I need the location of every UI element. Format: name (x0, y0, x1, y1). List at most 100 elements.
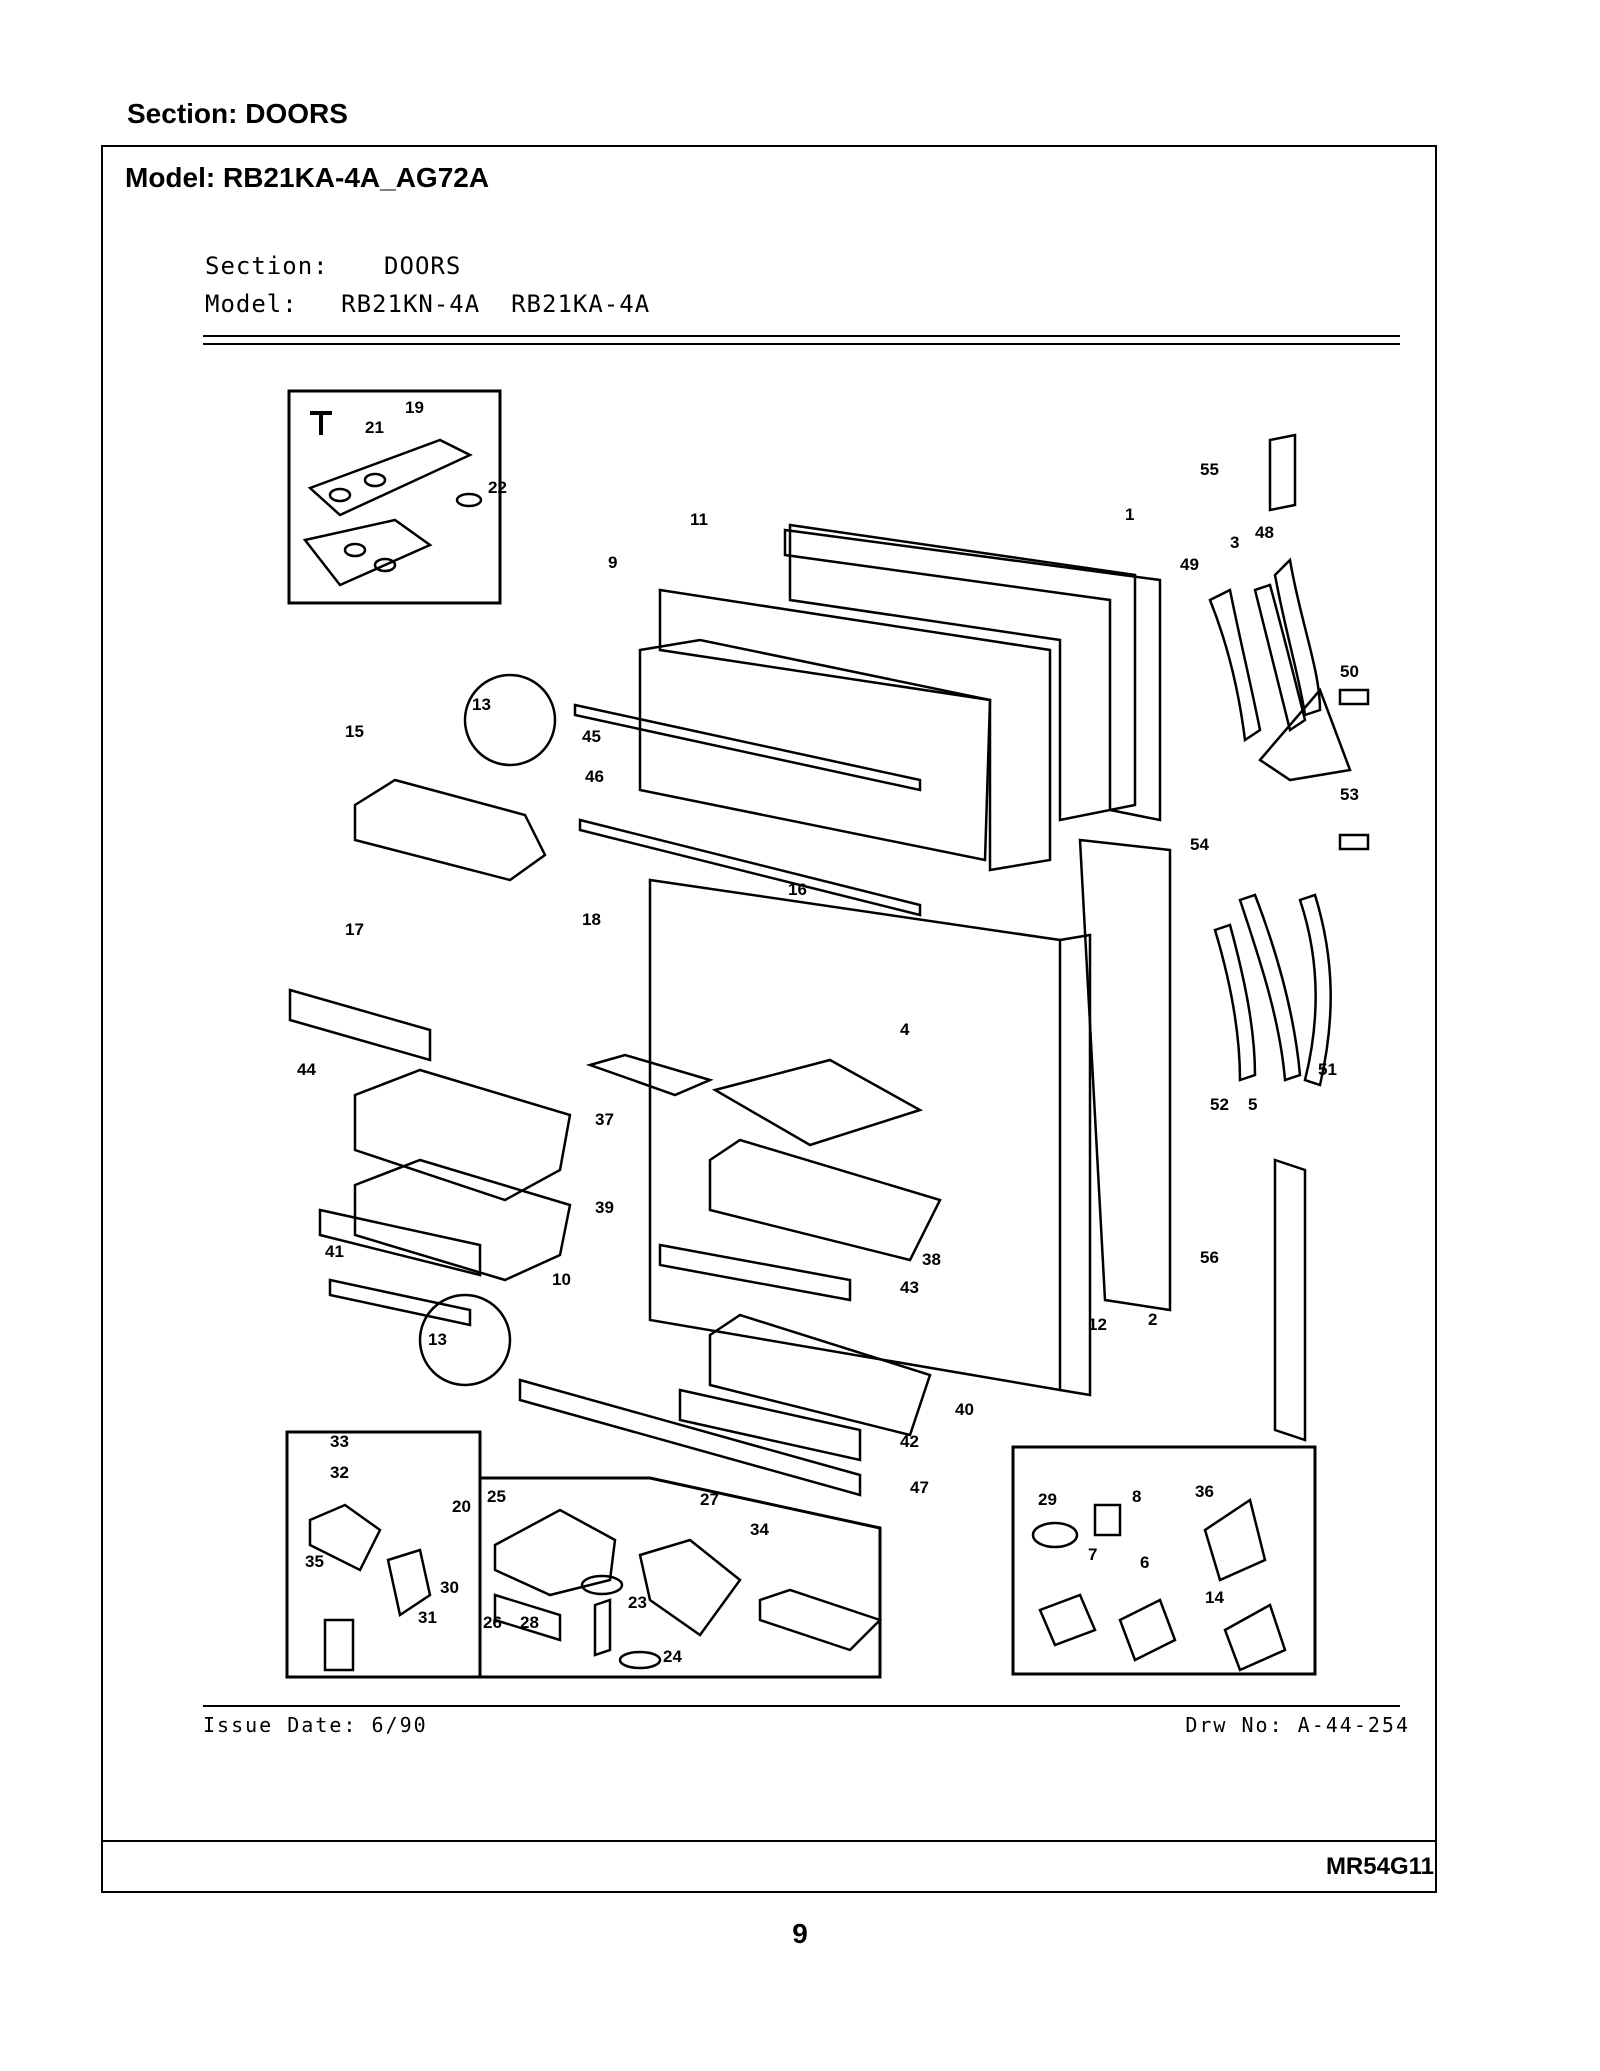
drawing-model-line: Model: RB21KN-4A RB21KA-4A (205, 290, 650, 318)
handle-48 (1273, 557, 1322, 717)
callout-13: 13 (428, 1330, 447, 1349)
shim-26 (493, 1593, 562, 1642)
freezer-door-shelves (638, 638, 992, 862)
callout-20: 20 (452, 1497, 471, 1516)
callout-2: 2 (1148, 1310, 1157, 1329)
callout-41: 41 (325, 1242, 344, 1261)
callout-56: 56 (1200, 1248, 1219, 1267)
freezer-door-liner (658, 588, 1052, 872)
callout-31: 31 (418, 1608, 437, 1627)
hinge-25 (493, 1508, 617, 1597)
callout-39: 39 (595, 1198, 614, 1217)
plug-29 (1031, 1521, 1079, 1549)
trim-53 (1338, 833, 1370, 851)
callout-48: 48 (1255, 523, 1274, 542)
door-bin-39 (353, 1158, 572, 1282)
handle-5 (1238, 893, 1302, 1082)
callout-24: 24 (663, 1647, 682, 1666)
callout-8: 8 (1132, 1487, 1141, 1506)
frame-divider (101, 1840, 1437, 1842)
callout-12: 12 (1088, 1315, 1107, 1334)
header-rule-top (203, 335, 1400, 337)
callout-26: 26 (483, 1613, 502, 1632)
page-number: 9 (792, 1918, 808, 1949)
detail-circle-13-bottom (418, 1293, 512, 1387)
callout-29: 29 (1038, 1490, 1057, 1509)
dairy-door-15 (353, 778, 547, 882)
bracket-36 (1203, 1497, 1267, 1582)
callout-27: 27 (700, 1490, 719, 1509)
handle-52 (1213, 923, 1257, 1082)
callout-34: 34 (750, 1520, 769, 1539)
callout-51: 51 (1318, 1060, 1337, 1079)
freezer-door-gasket (788, 523, 1137, 822)
detail-circle-13-top (463, 673, 557, 767)
callout-37: 37 (595, 1110, 614, 1129)
callout-25: 25 (487, 1487, 506, 1506)
callout-10: 10 (552, 1270, 571, 1289)
callout-38: 38 (922, 1250, 941, 1269)
cover-14 (1223, 1603, 1287, 1672)
callout-13: 13 (472, 695, 491, 714)
trim-50 (1338, 688, 1370, 706)
plug-8 (1093, 1503, 1122, 1537)
callout-21: 21 (365, 418, 384, 437)
label-strip-41 (328, 1278, 472, 1327)
handle-end-55 (1268, 433, 1297, 512)
label-strip-43 (658, 1243, 852, 1302)
cover-34 (758, 1588, 883, 1652)
hinge-plate-shape (302, 518, 433, 587)
callout-52: 52 (1210, 1095, 1229, 1114)
callout-47: 47 (910, 1478, 929, 1497)
callout-50: 50 (1340, 662, 1359, 681)
drawing-section-label: Section: (205, 252, 329, 280)
washer-24 (618, 1650, 662, 1670)
hinge-pin-28 (593, 1598, 612, 1657)
label-strip-44 (318, 1208, 482, 1277)
drawing-section-line: Section: DOORS (205, 252, 461, 280)
callout-32: 32 (330, 1463, 349, 1482)
hinge-31 (323, 1618, 355, 1672)
callout-17: 17 (345, 920, 364, 939)
drawing-model-values: RB21KN-4A RB21KA-4A (341, 290, 651, 318)
callout-3: 3 (1230, 533, 1239, 552)
document-code: MR54G11 (1325, 1853, 1434, 1880)
drawing-model-label: Model: (205, 290, 298, 318)
callout-14: 14 (1205, 1588, 1224, 1607)
callout-30: 30 (440, 1578, 459, 1597)
door-trim-47 (518, 1378, 862, 1497)
callout-1: 1 (1125, 505, 1134, 524)
door-bucket-40 (708, 1313, 932, 1437)
door-trim-46 (578, 818, 922, 917)
callout-9: 9 (608, 553, 617, 572)
callout-42: 42 (900, 1432, 919, 1451)
door-bucket-38 (708, 1138, 942, 1262)
issue-date: Issue Date: 6/90 (203, 1713, 428, 1737)
callout-36: 36 (1195, 1482, 1214, 1501)
callout-18: 18 (582, 910, 601, 929)
handle-49 (1208, 588, 1262, 743)
handle-51 (1298, 893, 1332, 1087)
door-bin-37 (353, 1068, 572, 1202)
callout-49: 49 (1180, 555, 1199, 574)
fresh-food-door-outer (1078, 838, 1172, 1312)
egg-tray-4 (711, 1058, 924, 1147)
accessory-inset-box (1011, 1445, 1317, 1676)
callout-5: 5 (1248, 1095, 1257, 1114)
section-heading: Section: DOORS (127, 98, 348, 129)
callout-43: 43 (900, 1278, 919, 1297)
footer-rule (203, 1705, 1400, 1707)
drawing-number: Drw No: A-44-254 (1185, 1713, 1410, 1737)
drawing-section-value: DOORS (384, 252, 462, 280)
model-heading: Model: RB21KA-4A_AG72A (125, 162, 490, 193)
callout-44: 44 (297, 1060, 316, 1079)
bracket-7 (1038, 1593, 1097, 1647)
label-strip-17 (288, 988, 432, 1062)
header-rule-bottom (203, 343, 1400, 345)
callout-4: 4 (900, 1020, 910, 1039)
hinge-inset-box (287, 389, 502, 605)
handle-3 (1253, 583, 1307, 733)
hinge-35 (308, 1503, 382, 1572)
callout-7: 7 (1088, 1545, 1097, 1564)
